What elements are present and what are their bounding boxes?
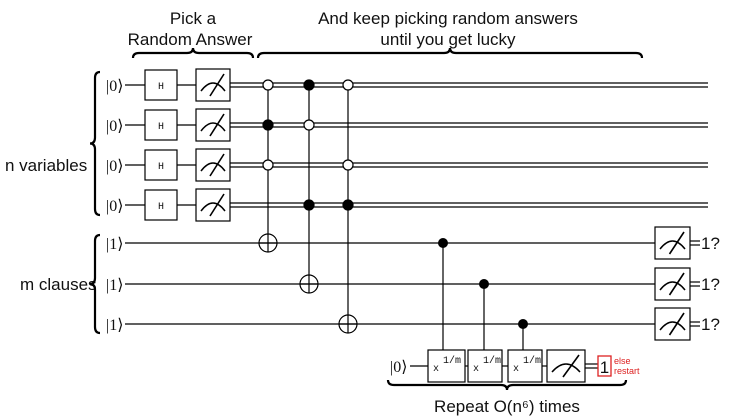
init-ket: |0⟩ [106, 78, 123, 95]
control-dot [518, 319, 528, 329]
measurement-gate [195, 148, 231, 182]
open-control-dot [342, 79, 354, 91]
measurement-gate [654, 226, 691, 260]
init-ket: |1⟩ [106, 277, 123, 294]
control-dot [262, 119, 274, 131]
open-control-dot [262, 159, 274, 171]
keep-label-1: And keep picking random answers [318, 9, 578, 28]
open-control-dot [262, 79, 274, 91]
measurement-gate [654, 307, 691, 341]
hadamard-gate [144, 69, 178, 101]
control-dot [342, 199, 354, 211]
root-x-gate [427, 349, 466, 383]
meter-arc-icon [659, 240, 686, 250]
control-dot [303, 199, 315, 211]
keep-label-2: until you get lucky [380, 30, 516, 49]
root-x-label: x [473, 364, 479, 375]
variables-brace [89, 70, 101, 217]
clauses-label: m clauses [20, 275, 97, 294]
meter-arc-icon [200, 122, 226, 132]
hadamard-label: H [158, 202, 164, 213]
init-ket: |1⟩ [106, 236, 123, 253]
open-control-dot [342, 159, 354, 171]
meter-needle-icon [668, 272, 685, 296]
repeat-label: Repeat O(n⁶) times [434, 397, 580, 416]
hadamard-label: H [158, 82, 164, 93]
pick-brace [131, 47, 255, 59]
meter-arc-icon [200, 162, 226, 172]
pick-label-2: Random Answer [128, 30, 253, 49]
root-x-label: x [513, 364, 519, 375]
init-ket: |0⟩ [106, 118, 123, 135]
root-x-exponent: 1/m [443, 355, 461, 367]
meter-arc-icon [551, 363, 581, 373]
hadamard-gate [144, 189, 178, 221]
outcome-label: 1 [600, 358, 609, 377]
result-label: 1? [701, 315, 720, 334]
meter-needle-icon [209, 73, 225, 97]
measurement-gate [546, 349, 586, 383]
open-control-dot [303, 119, 315, 131]
meter-needle-icon [562, 354, 580, 378]
meter-arc-icon [659, 321, 686, 331]
meter-needle-icon [209, 193, 225, 217]
meter-needle-icon [209, 153, 225, 177]
result-label: 1? [701, 234, 720, 253]
hadamard-gate [144, 109, 178, 141]
ancilla-ket: |0⟩ [390, 359, 407, 376]
meter-needle-icon [668, 312, 685, 336]
hadamard-gate [144, 149, 178, 181]
measurement-gate [654, 267, 691, 301]
control-dot [438, 238, 448, 248]
meter-arc-icon [200, 202, 226, 212]
result-label: 1? [701, 275, 720, 294]
restart-label: restart [614, 366, 640, 376]
init-ket: |0⟩ [106, 198, 123, 215]
root-x-gate [507, 349, 543, 383]
measurement-gate [195, 188, 231, 222]
variables-label: n variables [5, 156, 87, 175]
measurement-gate [195, 68, 231, 102]
root-x-exponent: 1/m [523, 355, 541, 367]
hadamard-label: H [158, 122, 164, 133]
meter-arc-icon [200, 82, 226, 92]
else-label: else [614, 356, 631, 366]
root-x-exponent: 1/m [483, 355, 501, 367]
meter-needle-icon [209, 113, 225, 137]
repeat-brace [386, 379, 628, 391]
meter-needle-icon [668, 231, 685, 255]
control-dot [303, 79, 315, 91]
measurement-gate [195, 108, 231, 142]
keep-brace [256, 47, 644, 59]
outcome-box [597, 355, 612, 377]
init-ket: |1⟩ [106, 317, 123, 334]
clauses-brace [89, 233, 101, 335]
root-x-label: x [433, 364, 439, 375]
meter-arc-icon [659, 281, 686, 291]
init-ket: |0⟩ [106, 158, 123, 175]
hadamard-label: H [158, 162, 164, 173]
pick-label-1: Pick a [170, 9, 217, 28]
control-dot [479, 279, 489, 289]
